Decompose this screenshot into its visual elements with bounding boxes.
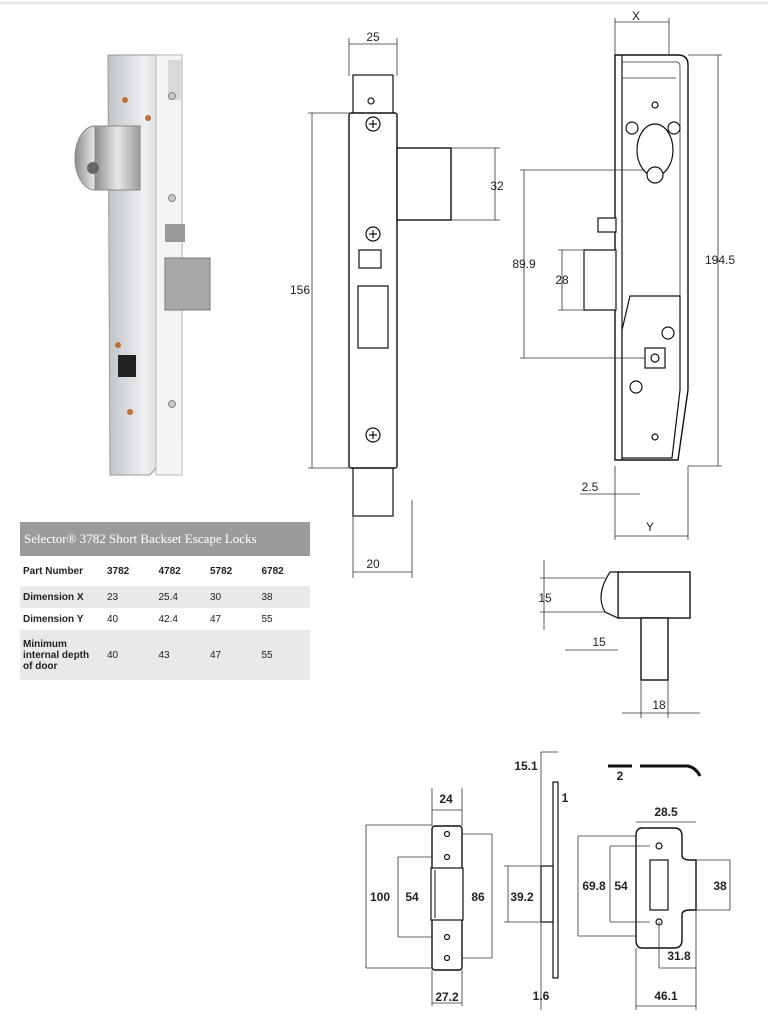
table-cell: 38 — [258, 586, 310, 608]
table-cell: 40 — [104, 630, 156, 680]
column-header: 4782 — [158, 565, 181, 577]
strike-alt-opening-label: 54 — [614, 879, 628, 893]
side-latch-label: 28 — [555, 273, 569, 287]
column-header: 6782 — [261, 565, 284, 577]
strike-plate-front: 24 100 54 86 27.2 — [365, 788, 493, 1006]
side-x-label: X — [632, 9, 640, 23]
table-cell: 42.4 — [158, 613, 178, 625]
row-label: Dimension X — [20, 586, 104, 608]
spec-table-header-row: Part Number 3782 4782 5782 6782 — [20, 556, 310, 586]
strike-side-depth-label: 15.1 — [514, 759, 538, 773]
table-cell: 55 — [258, 630, 310, 680]
side-offset-label: 2.5 — [582, 480, 599, 494]
table-cell: 47 — [210, 613, 222, 625]
strike-alt-lip-label: 38 — [713, 879, 727, 893]
side-height-label: 194.5 — [705, 253, 735, 267]
table-cell: 40 — [107, 613, 119, 625]
row-label: Minimum internal depth of door — [20, 630, 104, 680]
table-cell: 30 — [207, 586, 259, 608]
table-row: Dimension Y 40 42.4 47 55 — [20, 608, 310, 630]
strike-alt-width-top-label: 28.5 — [654, 805, 678, 819]
front-view: 25 156 32 20 — [290, 30, 504, 578]
side-spindle-label: 89.9 — [512, 257, 536, 271]
strike-alt-thickness-label: 2 — [617, 769, 624, 783]
strike-height-right-label: 86 — [471, 890, 485, 904]
strike-height-total-label: 100 — [370, 890, 390, 904]
front-height-label: 156 — [290, 283, 310, 297]
strike-plate-side: 15.1 1 39.2 1.6 — [504, 751, 569, 1010]
strike-width-top-label: 24 — [439, 792, 453, 806]
strike-alt-height-label: 69.8 — [582, 879, 606, 893]
front-bolt-label: 32 — [490, 179, 504, 193]
spec-table-title-row: Selector® 3782 Short Backset Escape Lock… — [20, 522, 310, 556]
table-cell: 55 — [261, 613, 273, 625]
column-header: 5782 — [210, 565, 233, 577]
table-row: Dimension X 23 25.4 30 38 — [20, 586, 310, 608]
table-cell: 25.4 — [155, 586, 207, 608]
table-row: Minimum internal depth of door 40 43 47 … — [20, 630, 310, 680]
lock-photo — [74, 54, 211, 476]
strike-side-bottom-label: 1.6 — [533, 989, 550, 1003]
side-view: X 194.5 89.9 28 2.5 Y — [512, 9, 735, 540]
latch-width-label: 18 — [652, 698, 666, 712]
table-cell: 23 — [104, 586, 156, 608]
spec-table-title: Selector® 3782 Short Backset Escape Lock… — [20, 522, 310, 556]
side-y-label: Y — [646, 520, 654, 534]
table-cell: 43 — [155, 630, 207, 680]
strike-alt-width-bottom-label: 46.1 — [654, 989, 678, 1003]
column-header: Part Number — [23, 565, 84, 577]
strike-plate-alt: 2 28.5 69.8 54 38 31.8 46.1 — [577, 764, 731, 1010]
strike-width-bottom-label: 27.2 — [435, 990, 459, 1004]
row-label: Dimension Y — [23, 613, 84, 625]
front-width-bottom-label: 20 — [366, 557, 380, 571]
table-cell: 47 — [207, 630, 259, 680]
strike-opening-label: 54 — [405, 890, 419, 904]
latch-depth-label: 15 — [538, 591, 552, 605]
strike-alt-hole-spacing-label: 31.8 — [667, 949, 691, 963]
latch-view: 15 15 18 — [538, 560, 700, 718]
spec-table: Selector® 3782 Short Backset Escape Lock… — [20, 522, 310, 680]
strike-side-lip-label: 39.2 — [510, 890, 534, 904]
strike-side-thickness-label: 1 — [562, 791, 569, 805]
column-header: 3782 — [107, 565, 130, 577]
front-width-top-label: 25 — [366, 30, 380, 44]
latch-projection-label: 15 — [592, 635, 606, 649]
